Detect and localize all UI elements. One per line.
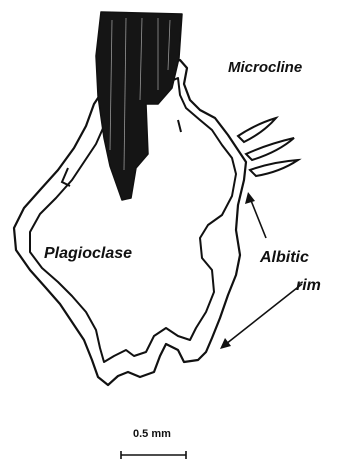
rim-leader-arrow-upper: [250, 198, 266, 238]
microcline-lamellae: [238, 118, 298, 176]
label-plagioclase: Plagioclase: [44, 245, 132, 262]
arrowhead-upper: [245, 192, 255, 204]
microcline-lamella-2: [246, 138, 294, 160]
arrowhead-lower: [220, 338, 231, 349]
label-microcline: Microcline: [228, 59, 302, 76]
microcline-lamella-1: [238, 118, 276, 142]
scale-bar: [121, 451, 186, 459]
microcline-lamella-3: [250, 160, 298, 176]
rim-leader-arrow-lower: [226, 284, 302, 344]
label-albitic: Albitic: [259, 249, 309, 266]
label-rim: rim: [296, 277, 321, 294]
scale-bar-label: 0.5 mm: [133, 428, 171, 440]
